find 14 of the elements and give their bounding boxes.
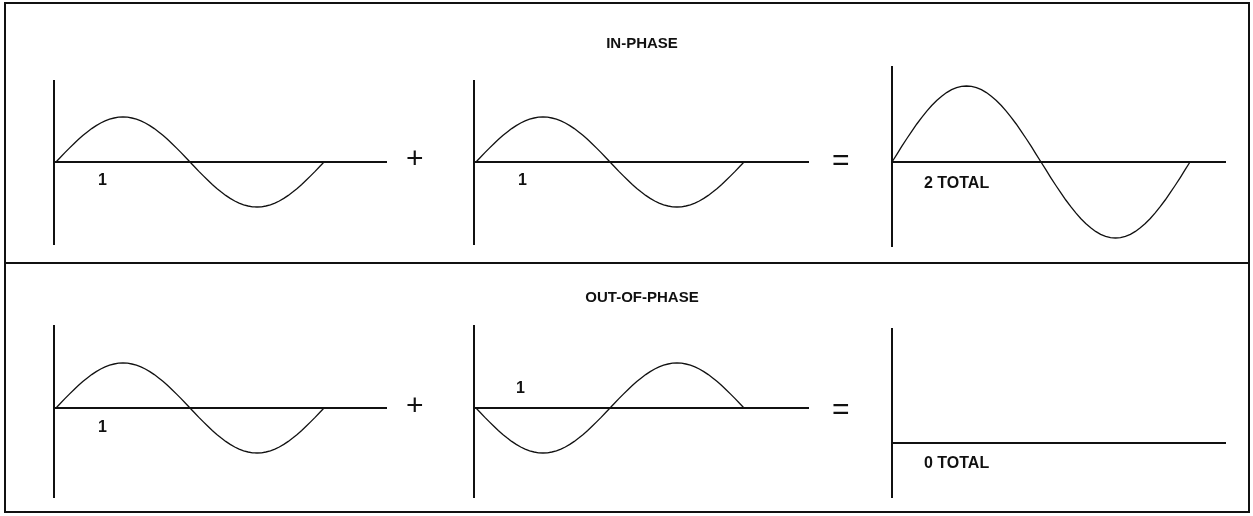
total-label: 2 TOTAL xyxy=(924,175,990,191)
equals-sign: = xyxy=(832,394,850,424)
panel xyxy=(4,2,1250,264)
panel xyxy=(4,262,1250,513)
section-heading: OUT-OF-PHASE xyxy=(585,289,699,304)
total-label: 0 TOTAL xyxy=(924,455,990,471)
wave-label: 1 xyxy=(98,419,107,435)
wave-label: 1 xyxy=(518,172,527,188)
plus-sign: + xyxy=(406,390,424,420)
section-heading: IN-PHASE xyxy=(606,35,678,50)
plus-sign: + xyxy=(406,143,424,173)
wave-label: 1 xyxy=(516,380,525,396)
wave-label: 1 xyxy=(98,172,107,188)
equals-sign: = xyxy=(832,145,850,175)
